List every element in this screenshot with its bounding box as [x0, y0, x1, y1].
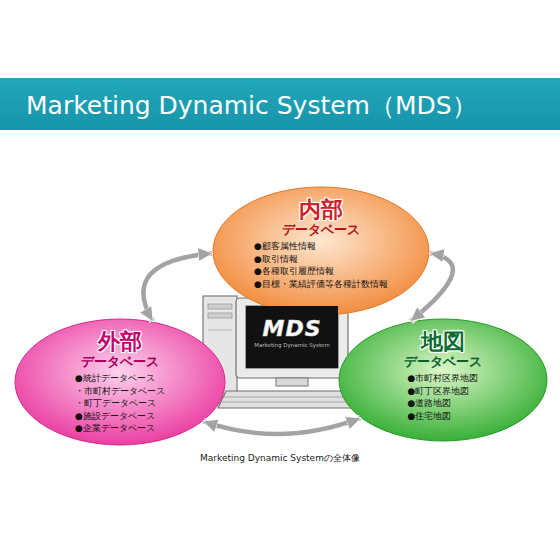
ellipse-fill: [339, 319, 547, 441]
node-subheading: データベース: [282, 222, 360, 238]
bullet-item: ・市町村データベース: [75, 385, 165, 398]
mds-screen: MDSMarketing Dynamic System: [246, 306, 338, 368]
monitor-body: [236, 298, 348, 378]
double-arrow: [411, 253, 453, 321]
bullet-item: ●取引情報: [254, 253, 298, 266]
diagram-caption: Marketing Dynamic Systemの全体像: [0, 452, 560, 465]
internal-db-ellipse: 内部データベース ●顧客属性情報●取引情報●各種取引履歴情報●目標・業績評価等各種…: [212, 186, 430, 316]
bullet-item: ●顧客属性情報: [254, 240, 316, 253]
monitor-screen: [246, 306, 338, 368]
node-content: MDSMarketing Dynamic System: [246, 306, 338, 368]
keyboard-row: [221, 402, 359, 403]
keyboard-row: [224, 397, 356, 398]
node-heading: 地図: [421, 330, 465, 354]
bullet-list: ●市町村区界地図●町丁区界地図●道路地図●住宅地図: [408, 372, 479, 422]
node-heading: 外部: [98, 330, 142, 354]
bullet-list: ●統計データベース・市町村データベース・町丁データベース●施設データベース●企業…: [75, 372, 165, 435]
bullet-item: ●統計データベース: [75, 372, 155, 385]
drive-bay: [208, 304, 232, 309]
connector-halo: [143, 253, 212, 321]
screen-subtitle: Marketing Dynamic System: [254, 342, 330, 349]
double-arrow: [143, 253, 212, 321]
double-arrow: [204, 418, 361, 434]
bullet-item: ●目標・業績評価等各種計数情報: [254, 278, 388, 291]
external-db-ellipse: 外部データベース ●統計データベース・市町村データベース・町丁データベース●施設デ…: [14, 318, 226, 446]
bullet-item: ●市町村区界地図: [408, 372, 479, 385]
bullet-item: ●町丁区界地図: [408, 385, 470, 398]
keyboard: [218, 391, 362, 408]
title-banner: Marketing Dynamic System（MDS）: [0, 78, 560, 130]
bullet-item: ●各種取引履歴情報: [254, 265, 334, 278]
node-content: 外部データベース ●統計データベース・市町村データベース・町丁データベース●施設デ…: [14, 318, 226, 446]
node-content: 内部データベース ●顧客属性情報●取引情報●各種取引履歴情報●目標・業績評価等各種…: [212, 186, 430, 316]
ellipse-fill: [213, 187, 429, 315]
bullet-list: ●顧客属性情報●取引情報●各種取引履歴情報●目標・業績評価等各種計数情報: [254, 240, 388, 290]
bullet-item: ●施設データベース: [75, 410, 155, 423]
bullet-item: ●住宅地図: [408, 410, 452, 423]
node-subheading: データベース: [404, 354, 482, 370]
connector-halo: [204, 418, 361, 434]
map-db-ellipse: 地図データベース ●市町村区界地図●町丁区界地図●道路地図●住宅地図: [338, 318, 548, 442]
node-content: 地図データベース ●市町村区界地図●町丁区界地図●道路地図●住宅地図: [338, 318, 548, 442]
ellipse-fill: [15, 319, 225, 445]
diagram-title: Marketing Dynamic System（MDS）: [26, 89, 477, 122]
bullet-item: ●道路地図: [408, 397, 452, 410]
bullet-item: ・町丁データベース: [75, 397, 156, 410]
drive-bay: [208, 313, 232, 318]
monitor-stand: [276, 378, 308, 386]
tower-line: [208, 330, 232, 331]
node-heading: 内部: [299, 198, 343, 222]
connector-halo: [411, 253, 453, 321]
bullet-item: ●企業データベース: [75, 422, 155, 435]
node-subheading: データベース: [81, 354, 159, 370]
screen-logo: MDS: [263, 316, 322, 342]
